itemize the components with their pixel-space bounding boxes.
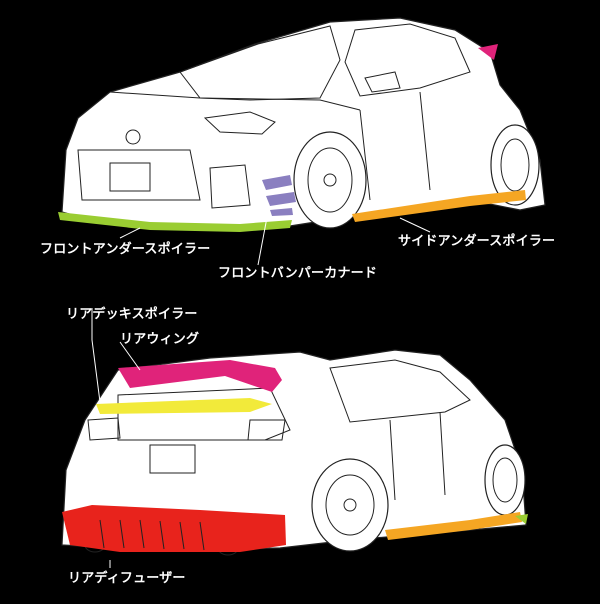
front-emblem <box>125 129 141 145</box>
front-headlight <box>203 111 276 135</box>
leader-front-canard <box>257 211 269 266</box>
side-mirror <box>364 71 401 93</box>
rear-canard-tip <box>515 514 528 524</box>
front-canard-part <box>262 175 296 216</box>
label-rear-diffuser: リアディフューザー <box>68 571 186 586</box>
leader-rear-wing <box>119 341 141 371</box>
rear-taillight-right <box>247 419 286 441</box>
label-side-under-spoiler: サイドアンダースポイラー <box>398 234 556 249</box>
rear-plate <box>149 444 196 474</box>
rear-wheel-view <box>311 458 389 552</box>
front-side-window <box>344 23 471 97</box>
rear-wing-part <box>118 360 282 392</box>
rear-wheel-near <box>490 124 540 206</box>
label-front-under-spoiler: フロントアンダースポイラー <box>40 242 211 257</box>
rear-taillight-left <box>87 417 121 441</box>
leader-rear-deck-spoiler <box>91 308 101 403</box>
front-grille <box>77 149 201 201</box>
leader-side-under-spoiler <box>399 217 431 233</box>
front-car-illustration <box>58 17 546 266</box>
front-wheel-near <box>293 131 367 229</box>
label-rear-wing: リアウィング <box>120 332 200 347</box>
front-under-spoiler-part <box>58 212 292 232</box>
rear-side-under-spoiler-part <box>385 512 522 540</box>
leader-front-under-spoiler <box>119 227 141 239</box>
rear-car-body <box>61 349 527 551</box>
side-under-spoiler-part <box>352 190 526 222</box>
rear-car-illustration <box>61 308 528 568</box>
front-plate <box>109 162 151 192</box>
front-wheel-distant <box>484 444 526 516</box>
roof-wing-tip <box>478 44 498 60</box>
label-front-bumper-canard: フロントバンパーカナード <box>218 266 378 281</box>
rear-side-window <box>329 359 471 423</box>
rear-diffuser-part <box>62 505 286 552</box>
rear-deck-spoiler-part <box>96 398 272 414</box>
rear-window <box>117 387 291 441</box>
label-rear-deck-spoiler: リアデッキスポイラー <box>66 307 198 322</box>
